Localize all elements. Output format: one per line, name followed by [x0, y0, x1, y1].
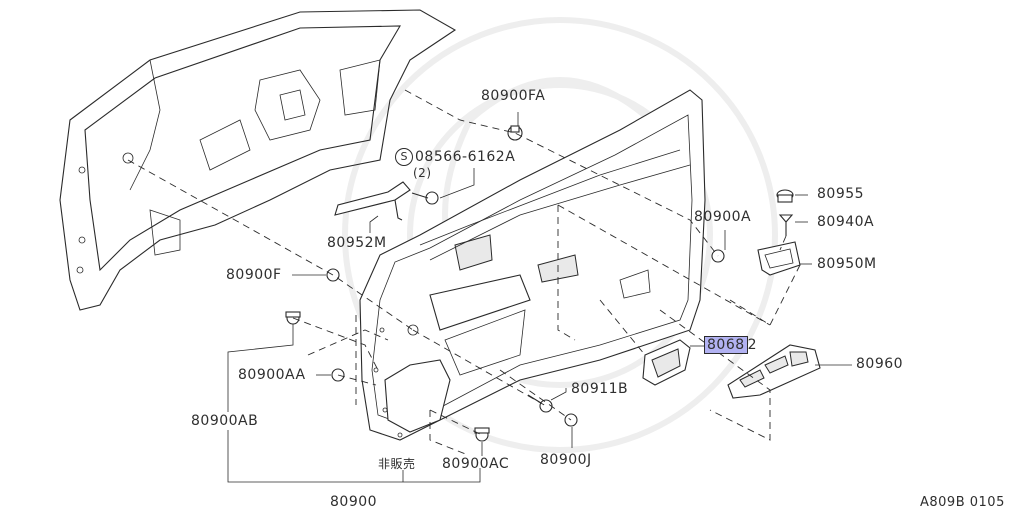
- callout-80682-tail: 2: [747, 337, 758, 353]
- door-trim-panel: [359, 89, 706, 441]
- callout-80900AA: 80900AA: [238, 367, 306, 383]
- callout-80900: 80900: [330, 494, 378, 510]
- callout-80952M: 80952M: [327, 235, 387, 251]
- figure-code: A809B 0105: [920, 495, 1005, 510]
- assembly-lines: [127, 89, 801, 456]
- callout-80900A: 80900A: [694, 209, 752, 225]
- not-for-sale-note: 非販売: [378, 457, 416, 471]
- callout-80682-highlight: 8068: [704, 336, 748, 354]
- callout-80900FA: 80900FA: [481, 88, 546, 104]
- callout-80955: 80955: [817, 186, 865, 202]
- callout-80911B: 80911B: [571, 381, 629, 397]
- callout-80900AC: 80900AC: [442, 456, 510, 472]
- standard-part-symbol: S: [395, 148, 413, 166]
- callout-80960: 80960: [856, 356, 904, 372]
- door-frame: [59, 9, 457, 311]
- callout-80950M: 80950M: [817, 256, 877, 272]
- callout-quantity: (2): [413, 166, 432, 180]
- small-parts: [285, 125, 821, 442]
- callout-08566-6162A: 08566-6162A: [415, 149, 516, 165]
- callout-80900F: 80900F: [226, 267, 282, 283]
- callout-80940A: 80940A: [817, 214, 875, 230]
- callout-80900AB: 80900AB: [191, 413, 259, 429]
- leader-lines: [227, 112, 852, 483]
- callout-80900J: 80900J: [540, 452, 592, 468]
